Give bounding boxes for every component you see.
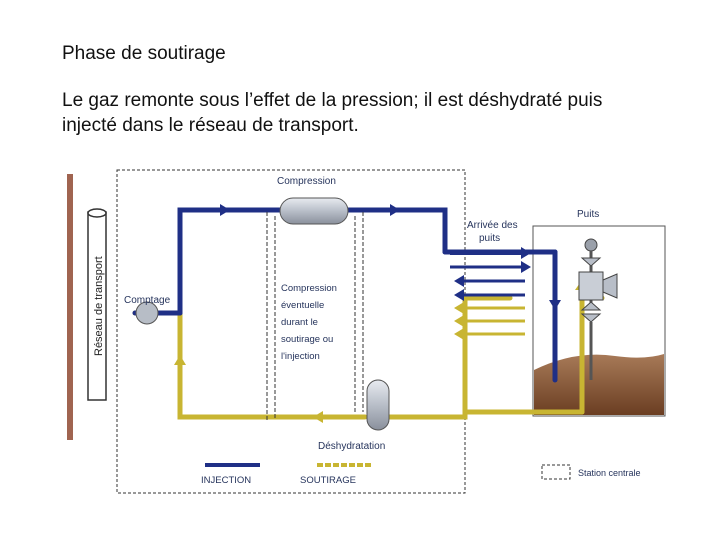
transport-network-pipe <box>87 208 107 401</box>
station-boundary <box>116 169 466 494</box>
reseau-transport-label: Réseau de transport <box>93 256 105 356</box>
arrivee-puits-label: Arrivée des <box>467 220 518 231</box>
compressor-bypass <box>266 212 364 420</box>
comptage-label: Comptage <box>124 295 171 306</box>
injection-arrow <box>549 300 561 310</box>
svg-text:l'injection: l'injection <box>281 351 320 362</box>
arrivee-puits-label: puits <box>479 233 500 244</box>
legend-injection-label: INJECTION <box>201 475 251 486</box>
reservoir-soil <box>534 354 664 415</box>
svg-text:soutirage ou: soutirage ou <box>281 334 333 345</box>
soutirage-arrow <box>313 411 323 423</box>
ground-rod <box>67 174 73 440</box>
slide-body-text: Le gaz remonte sous l’effet de la pressi… <box>62 90 603 136</box>
compression-label: Compression <box>277 176 336 187</box>
legend-station-label: Station centrale <box>578 468 641 478</box>
legend-station-swatch <box>541 464 571 480</box>
deshydratation-label: Déshydratation <box>318 441 385 452</box>
injection-arrow <box>220 204 230 216</box>
compression-note: Compression éventuelle durant le soutira… <box>281 283 337 362</box>
dehydration-tank <box>366 379 390 431</box>
gas-storage-diagram: Réseau de transport <box>67 169 666 494</box>
injection-arrow <box>390 204 400 216</box>
well-arrival-arrows <box>450 247 531 340</box>
counter-meter <box>135 301 159 325</box>
puits-label: Puits <box>577 209 599 220</box>
svg-text:éventuelle: éventuelle <box>281 300 324 311</box>
legend-soutirage-label: SOUTIRAGE <box>300 475 356 486</box>
svg-text:durant le: durant le <box>281 317 318 328</box>
soutirage-arrow <box>174 355 186 365</box>
slide-title: Phase de soutirage <box>62 43 226 64</box>
compressor-tank <box>279 197 349 225</box>
wellhead-valve <box>578 238 618 380</box>
svg-text:Compression: Compression <box>281 283 337 294</box>
